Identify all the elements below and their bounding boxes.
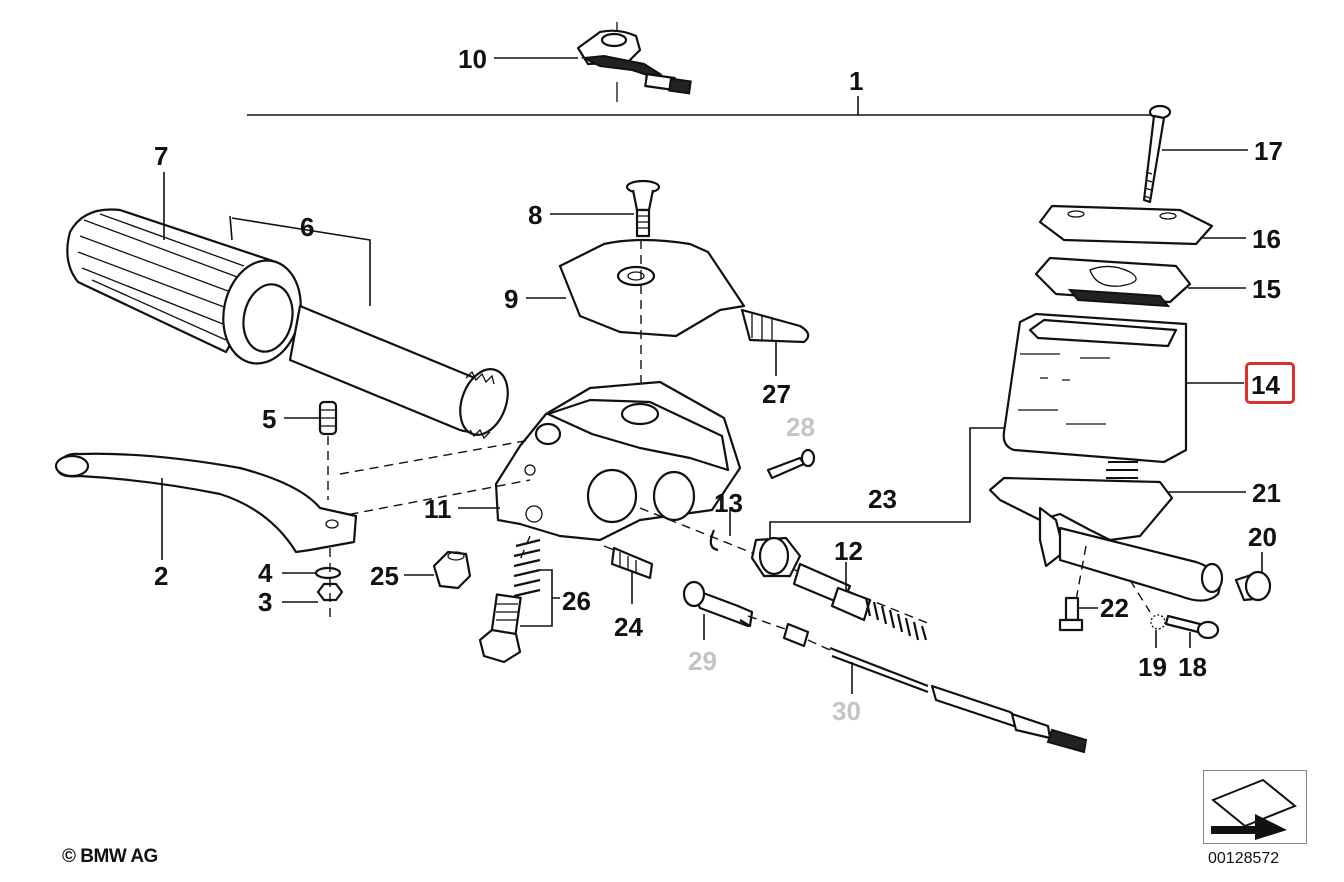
part-26-spring-bolt[interactable] <box>478 538 541 664</box>
diagram-id-label: 00128572 <box>1208 850 1280 867</box>
part-28-screw[interactable] <box>766 448 816 480</box>
callout-17[interactable]: 17 <box>1254 136 1283 166</box>
part-10-switch[interactable] <box>576 22 692 102</box>
callout-15[interactable]: 15 <box>1252 274 1281 304</box>
part-13-circlip[interactable] <box>709 529 719 552</box>
part-7-grip[interactable] <box>66 208 310 370</box>
callout-4[interactable]: 4 <box>258 558 273 588</box>
part-14-reservoir[interactable] <box>1002 312 1188 464</box>
master-cylinder-body[interactable] <box>988 476 1224 602</box>
part-12-piston[interactable] <box>750 536 928 641</box>
callout-2[interactable]: 2 <box>154 561 168 591</box>
part-15-diaphragm[interactable] <box>1034 256 1192 308</box>
callout-21[interactable]: 21 <box>1252 478 1281 508</box>
callout-13[interactable]: 13 <box>714 488 743 518</box>
copyright-label: © BMW AG <box>62 846 158 867</box>
part-8-screw[interactable] <box>625 179 661 238</box>
callout-30[interactable]: 30 <box>832 696 861 726</box>
callout-6[interactable]: 6 <box>300 212 314 242</box>
callout-25[interactable]: 25 <box>370 561 399 591</box>
callout-24[interactable]: 24 <box>614 612 643 642</box>
callout-20[interactable]: 20 <box>1248 522 1277 552</box>
part-11-housing[interactable] <box>494 380 742 542</box>
part-24-switch[interactable] <box>603 545 654 580</box>
callout-16[interactable]: 16 <box>1252 224 1281 254</box>
highlight-box-14 <box>1245 362 1295 404</box>
part-4-washer[interactable] <box>314 566 342 580</box>
callout-7[interactable]: 7 <box>154 141 168 171</box>
callout-28[interactable]: 28 <box>786 412 815 442</box>
part-22-bolt[interactable] <box>1058 596 1084 632</box>
orientation-arrow-icon <box>1211 778 1297 840</box>
callout-9[interactable]: 9 <box>504 284 518 314</box>
part-25-cap[interactable] <box>432 550 472 590</box>
callout-18[interactable]: 18 <box>1178 652 1207 682</box>
callout-29[interactable]: 29 <box>688 646 717 676</box>
callout-3[interactable]: 3 <box>258 587 272 617</box>
callout-12[interactable]: 12 <box>834 536 863 566</box>
part-2-lever[interactable] <box>54 452 358 554</box>
callout-1[interactable]: 1 <box>849 66 863 96</box>
part-6-throttle-tube[interactable] <box>288 304 516 441</box>
callout-27[interactable]: 27 <box>762 379 791 409</box>
part-30-cable[interactable] <box>747 615 1088 754</box>
part-9-cover[interactable] <box>558 238 746 338</box>
part-19-washer[interactable] <box>1150 614 1166 630</box>
callout-19[interactable]: 19 <box>1138 652 1167 682</box>
part-29-sleeve[interactable] <box>682 580 754 628</box>
callout-5[interactable]: 5 <box>262 404 276 434</box>
callout-11[interactable]: 11 <box>424 494 452 524</box>
callout-10[interactable]: 10 <box>458 44 487 74</box>
part-3-nut[interactable] <box>316 582 344 602</box>
part-18-screw[interactable] <box>1164 614 1220 640</box>
callout-22[interactable]: 22 <box>1100 593 1129 623</box>
part-16-cap[interactable] <box>1038 204 1214 246</box>
callout-26[interactable]: 26 <box>562 586 591 616</box>
part-20-plug[interactable] <box>1234 570 1272 602</box>
part-5-adjust-screw[interactable] <box>318 400 338 436</box>
part-17-screw[interactable] <box>1142 104 1172 204</box>
callout-8[interactable]: 8 <box>528 200 542 230</box>
callout-23[interactable]: 23 <box>868 484 897 514</box>
callout-14[interactable]: 14 <box>1251 370 1280 400</box>
part-27-boot[interactable] <box>740 308 810 344</box>
